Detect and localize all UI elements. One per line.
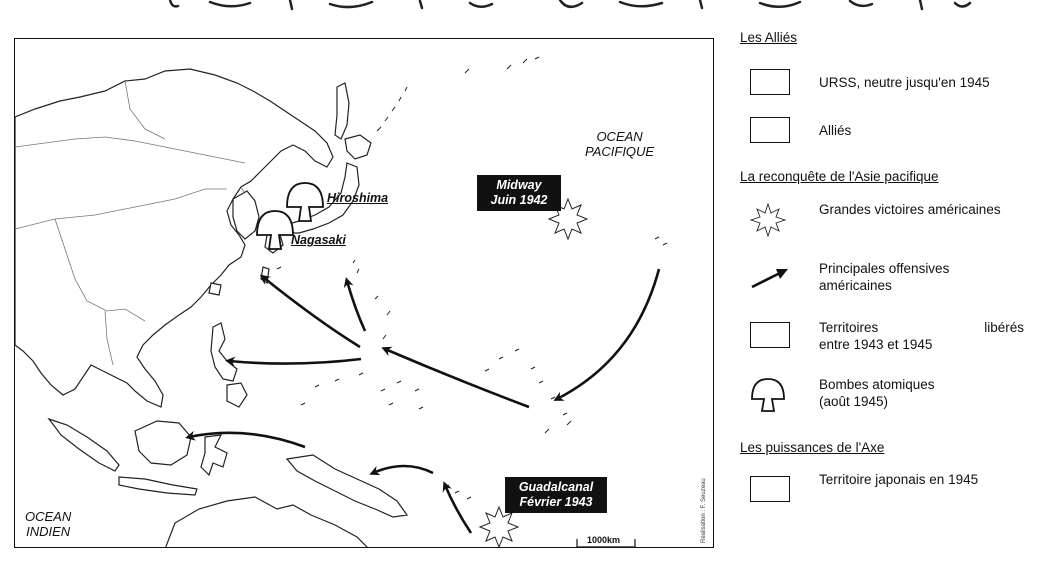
offensive-arrow xyxy=(185,430,306,449)
legend-text-bombs-line2: (août 1945) xyxy=(819,394,889,409)
atomic-bomb-icons xyxy=(256,182,324,250)
offensive-arrow xyxy=(442,481,473,534)
place-label-nagasaki: Nagasaki xyxy=(291,233,346,247)
legend-swatch-liberated xyxy=(750,322,790,348)
legend-text-japan: Territoire japonais en 1945 xyxy=(819,472,979,487)
american-offensives xyxy=(185,268,661,534)
legend-text-offensives: Principales offensives américaines xyxy=(819,261,950,293)
legend-row-ussr: URSS, neutre jusqu'en 1945 xyxy=(740,66,1030,110)
legend-text-bombs-line1: Bombes atomiques xyxy=(819,377,935,392)
legend-row-bombs: Bombes atomiques (août 1945) xyxy=(740,375,1030,419)
legend-text-ussr: URSS, neutre jusqu'en 1945 xyxy=(819,75,990,90)
legend-row-allies: Alliés xyxy=(740,114,1030,158)
legend-heading-axis: Les puissances de l'Axe xyxy=(740,440,885,455)
offensive-arrow xyxy=(553,268,661,401)
scale-label: 1000km xyxy=(587,535,621,545)
sakhalin xyxy=(334,82,350,140)
legend-text-liberated-line1: Territoires libérés xyxy=(819,320,1024,335)
offensive-arrow xyxy=(369,464,434,476)
korea xyxy=(232,190,260,240)
mushroom-cloud-icon xyxy=(751,378,785,412)
pacific-islands xyxy=(276,56,668,500)
place-label-hiroshima: Hiroshima xyxy=(327,191,389,205)
legend-heading-allies: Les Alliés xyxy=(740,30,798,45)
scale-bar xyxy=(576,539,636,547)
legend-text-liberated: Territoires libérés entre 1943 et 1945 xyxy=(819,319,1024,353)
battle-label-guadalcanal: Guadalcanal Février 1943 xyxy=(505,477,607,513)
offensive-arrow xyxy=(259,274,361,349)
legend-heading-reconquest: La reconquête de l'Asie pacifique xyxy=(740,169,939,184)
australia xyxy=(165,496,368,547)
legend-swatch-ussr xyxy=(750,69,790,95)
legend-row-offensives: Principales offensives américaines xyxy=(740,259,1030,303)
ocean-label-indian: OCEAN INDIEN xyxy=(25,509,72,539)
offensive-arrow-icon xyxy=(751,269,788,289)
new-guinea xyxy=(285,454,409,518)
sumatra xyxy=(47,417,120,472)
legend-swatch-allies xyxy=(750,117,790,143)
legend-text-victories: Grandes victoires américaines xyxy=(819,202,1001,217)
legend-text-liberated-line2: entre 1943 et 1945 xyxy=(819,337,933,352)
mushroom-hiroshima xyxy=(286,182,324,222)
philippines xyxy=(210,322,238,382)
mushroom-nagasaki xyxy=(256,210,294,250)
legend-row-liberated: Territoires libérés entre 1943 et 1945 xyxy=(740,318,1030,362)
celebes xyxy=(200,434,228,477)
hainan xyxy=(208,282,222,296)
legend-swatch-japan xyxy=(750,476,790,502)
starburst-icon xyxy=(749,202,787,238)
map-credit: Réalisation : F. Seuzeau xyxy=(701,478,707,543)
offensive-arrow xyxy=(381,346,530,409)
japan-hokkaido xyxy=(344,134,372,160)
legend-text-allies: Alliés xyxy=(819,123,852,138)
legend-row-victories: Grandes victoires américaines xyxy=(740,200,1030,244)
legend-text-bombs: Bombes atomiques (août 1945) xyxy=(819,376,1024,410)
asia-mainland xyxy=(15,68,334,408)
victory-starburst-guadalcanal xyxy=(478,505,520,547)
java xyxy=(118,476,198,496)
pacific-map xyxy=(15,56,668,547)
battle-label-midway: Midway Juin 1942 xyxy=(477,175,561,211)
legend-row-japan: Territoire japonais en 1945 xyxy=(740,470,1030,514)
map-frame: OCEAN PACIFIQUE OCEAN INDIEN Hiroshima N… xyxy=(14,38,714,548)
ocean-label-pacific: OCEAN PACIFIQUE xyxy=(585,129,655,159)
offensive-arrow xyxy=(343,277,367,332)
cropped-title-strokes xyxy=(0,0,1038,14)
borneo xyxy=(134,420,192,466)
offensive-arrow xyxy=(225,356,362,367)
